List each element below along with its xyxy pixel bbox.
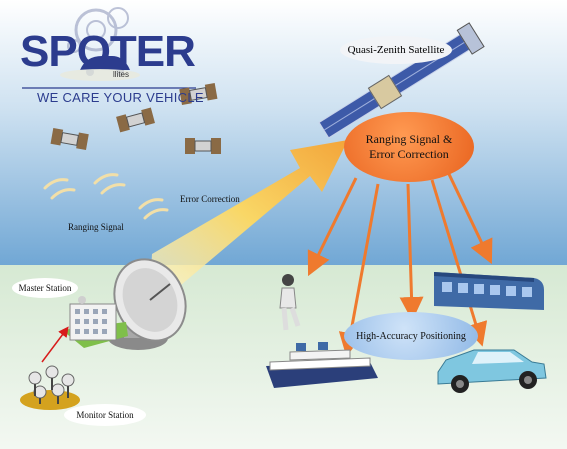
logo-small-text: llites xyxy=(113,70,130,79)
monitor-station-label: Monitor Station xyxy=(64,404,146,426)
high-accuracy-text: High-Accuracy Positioning xyxy=(356,330,466,342)
ranging-error-line2: Error Correction xyxy=(369,147,449,161)
signal-waves xyxy=(43,173,169,220)
gps-satellite-icon xyxy=(50,127,89,150)
gps-satellite-icon xyxy=(116,107,155,133)
monitor-to-master-arrow xyxy=(41,326,69,363)
ship-icon xyxy=(266,342,378,388)
monitor-station-text: Monitor Station xyxy=(76,410,134,420)
master-station-building-icon xyxy=(62,296,128,348)
car-icon xyxy=(437,349,547,393)
person-icon xyxy=(279,274,301,331)
quasi-zenith-text: Quasi-Zenith Satellite xyxy=(347,44,445,56)
train-icon xyxy=(434,272,544,310)
ranging-signal-label: Ranging Signal xyxy=(68,222,124,232)
logo-tagline: WE CARE YOUR VEHICLE xyxy=(37,90,204,105)
master-station-text: Master Station xyxy=(18,283,72,293)
ranging-error-bubble: Ranging Signal & Error Correction xyxy=(344,112,474,182)
master-station-label: Master Station xyxy=(12,278,78,298)
monitor-station-icon xyxy=(20,365,80,410)
error-correction-label: Error Correction xyxy=(180,194,240,204)
dish-antenna-icon xyxy=(108,258,187,350)
gps-satellite-icon xyxy=(185,138,221,154)
gear-icon xyxy=(67,7,129,53)
quasi-zenith-label: Quasi-Zenith Satellite xyxy=(340,36,452,64)
high-accuracy-bubble: High-Accuracy Positioning xyxy=(344,312,478,360)
gps-satellite-icon xyxy=(179,82,218,105)
broadcast-arrows xyxy=(307,171,493,357)
logo-wordmark: SPOTER xyxy=(20,27,196,76)
uplink-beam-arrow xyxy=(150,140,348,296)
ranging-error-line1: Ranging Signal & xyxy=(365,132,453,146)
